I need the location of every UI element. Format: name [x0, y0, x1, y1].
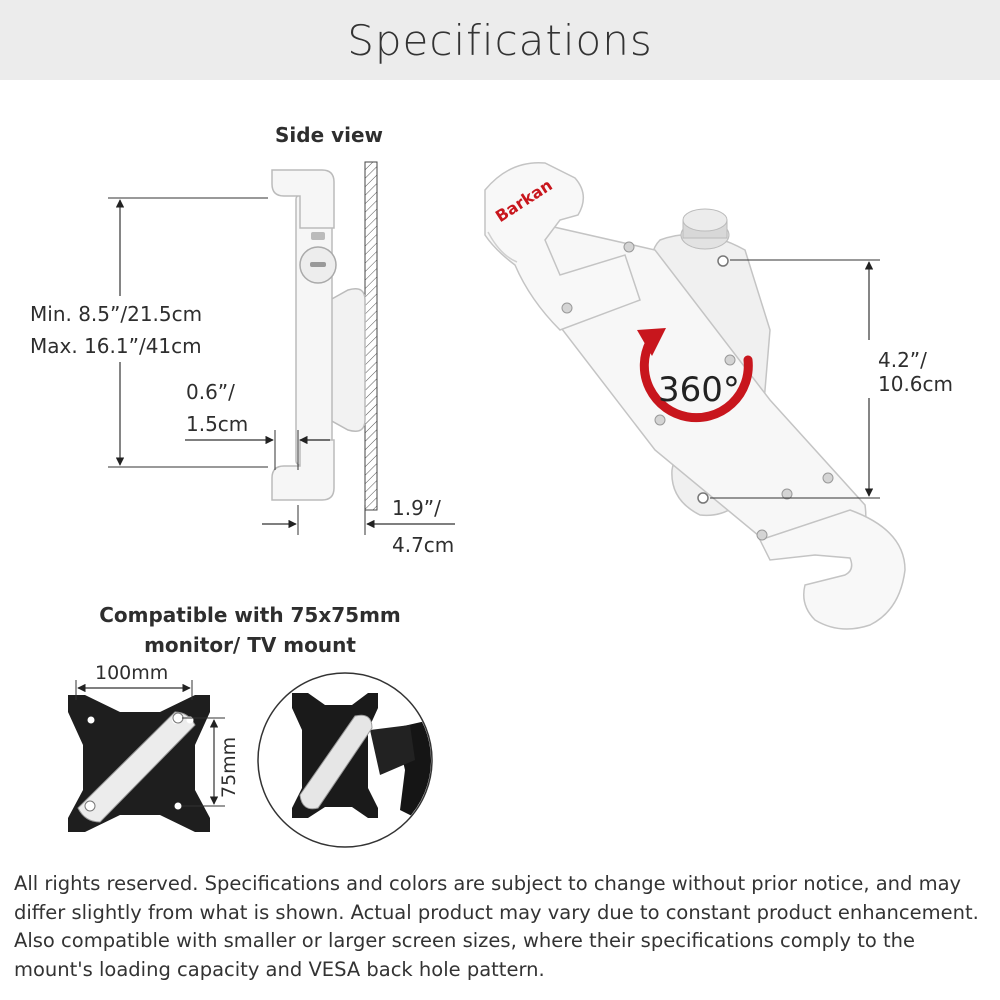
height-min-label: Min. 8.5”/21.5cm	[30, 302, 203, 326]
angled-bottom-clamp	[758, 509, 906, 630]
hole-spacing-label-2: 10.6cm	[878, 372, 954, 396]
side-view-title: Side view	[275, 123, 384, 147]
rotation-arrow-icon	[639, 337, 753, 423]
vesa-width-label: 100mm	[95, 662, 169, 684]
angled-view-drawing	[484, 161, 906, 630]
disclaimer-text: All rights reserved. Specifications and …	[14, 872, 979, 981]
page-title: Specifications	[347, 15, 653, 65]
product-diagram	[68, 161, 906, 848]
rotation-label: 360°	[658, 370, 740, 410]
vesa-photo	[257, 672, 433, 848]
wall-arm	[329, 288, 366, 432]
mount-hole-bottom	[697, 492, 709, 504]
screws	[561, 241, 834, 541]
vesa-plate-drawing	[68, 680, 225, 832]
bottom-clamp	[271, 439, 335, 501]
top-clamp	[271, 169, 335, 229]
mount-hole-top	[717, 255, 729, 267]
height-max-label: Max. 16.1”/41cm	[30, 334, 202, 358]
vesa-title-2: monitor/ TV mount	[144, 633, 356, 657]
wall-depth-label-1: 1.9”/	[392, 496, 441, 520]
lip-depth-label-1: 0.6”/	[186, 380, 235, 404]
side-view-drawing	[108, 161, 455, 535]
vesa-height-label: 75mm	[218, 736, 240, 798]
wall-hatch	[364, 161, 378, 511]
tension-knob	[680, 208, 730, 250]
angled-top-clamp	[484, 161, 641, 331]
vesa-title-1: Compatible with 75x75mm	[99, 603, 401, 627]
header-bar: Specifications	[0, 0, 1000, 80]
vesa-adapter	[77, 711, 196, 823]
hole-spacing-label-1: 4.2”/	[878, 348, 927, 372]
lip-depth-label-2: 1.5cm	[186, 412, 249, 436]
wall-depth-label-2: 4.7cm	[392, 533, 455, 557]
